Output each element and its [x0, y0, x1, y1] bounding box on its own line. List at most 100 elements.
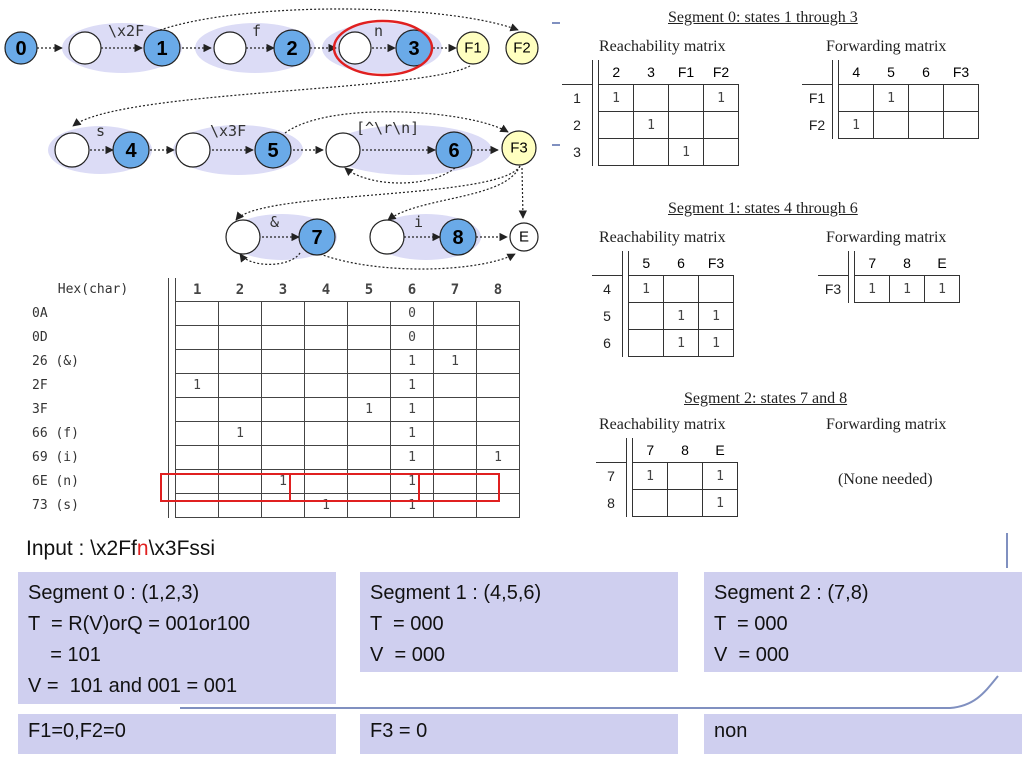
matrix-cell	[943, 111, 979, 139]
matrix-row-label: F3	[824, 281, 842, 298]
hex-cell	[218, 349, 262, 374]
hex-col-6: 6	[390, 278, 434, 302]
hex-header-label: Hex(char)	[57, 282, 129, 298]
hex-cell: 1	[476, 445, 520, 470]
matrix-cell	[908, 84, 944, 112]
hex-cell	[347, 421, 391, 446]
hex-cell	[175, 397, 219, 422]
segment-0-fwd-label: Forwarding matrix	[826, 38, 947, 55]
hex-cell	[476, 301, 520, 326]
matrix-row-label: 3	[573, 144, 581, 160]
matrix-col-label: E	[702, 438, 738, 463]
hex-cell	[304, 349, 348, 374]
segment-1-reach-label: Reachability matrix	[599, 229, 726, 246]
state-7: 7	[311, 227, 322, 249]
hex-cell	[433, 493, 477, 518]
matrix-col-label: 3	[633, 60, 669, 85]
hex-cell	[347, 445, 391, 470]
input-prefix: Input : \x2Ff	[26, 537, 137, 560]
hex-cell	[175, 493, 219, 518]
matrix-cell	[598, 111, 634, 139]
state-4: 4	[125, 140, 137, 162]
matrix-cell: 1	[873, 84, 909, 112]
hex-cell: 1	[390, 373, 434, 398]
matrix-col-label: F3	[943, 60, 979, 85]
matrix-cell: 1	[698, 329, 734, 357]
hex-cell	[175, 325, 219, 350]
hex-cell	[476, 421, 520, 446]
hex-cell	[218, 301, 262, 326]
state-F3: F3	[510, 140, 528, 157]
matrix-cell	[628, 302, 664, 330]
matrix-row-label: 1	[573, 90, 581, 107]
hex-cell	[175, 349, 219, 374]
matrix-col-label: 7	[854, 251, 890, 276]
matrix-cell	[838, 84, 874, 112]
matrix-cell	[632, 489, 668, 517]
hex-cell	[261, 421, 305, 446]
segment-0-reach-label: Reachability matrix	[599, 38, 726, 55]
matrix-cell	[703, 138, 739, 166]
matrix-row-label: 7	[607, 468, 615, 485]
hex-cell	[433, 421, 477, 446]
matrix-cell: 1	[698, 302, 734, 330]
hex-cell	[261, 325, 305, 350]
matrix-col-label: 4	[838, 60, 874, 85]
hex-cell	[218, 445, 262, 470]
hex-col-1: 1	[175, 278, 219, 302]
state-0: 0	[15, 38, 26, 60]
matrix-cell: 1	[924, 275, 960, 303]
hex-cell	[218, 373, 262, 398]
hex-cell	[304, 301, 348, 326]
segment-1-fwd-label: Forwarding matrix	[826, 229, 947, 246]
hex-col-7: 7	[433, 278, 477, 302]
hex-col-8: 8	[476, 278, 520, 302]
edge-label-5: \x3F	[210, 122, 246, 140]
matrix-cell: 1	[663, 329, 699, 357]
automaton-diagram: \x2F f n s \x3F [^\r\n] & i 0 1 2 3 F1 F…	[4, 8, 539, 270]
matrix-row-label: 8	[607, 495, 615, 511]
matrix-cell: 1	[854, 275, 890, 303]
matrix-row-label: 2	[573, 117, 581, 133]
segment-2-result-box: Segment 2 : (7,8) T = 000 V = 000	[704, 572, 1022, 672]
state-F2: F2	[513, 40, 531, 57]
segment-0-title: Segment 0: states 1 through 3	[668, 9, 858, 26]
hex-row-label: 0A	[32, 306, 48, 321]
matrix-cell	[698, 275, 734, 303]
segment-2-title: Segment 2: states 7 and 8	[684, 390, 848, 407]
hex-cell: 0	[390, 325, 434, 350]
matrix-cell	[668, 84, 704, 112]
hex-cell	[218, 325, 262, 350]
hex-cell: 1	[218, 421, 262, 446]
hex-table-header: Hex(char) 1 2 3 4 5 6 7 8	[18, 278, 520, 302]
matrix-row-label: 4	[603, 281, 611, 298]
matrix-cell: 1	[668, 138, 704, 166]
highlight-row-6E-seg0	[160, 473, 291, 502]
hex-cell	[433, 373, 477, 398]
segment-2-reach-label: Reachability matrix	[599, 416, 726, 433]
matrix-col-label: 2	[598, 60, 634, 85]
hex-cell	[433, 325, 477, 350]
hex-cell	[304, 445, 348, 470]
matrix-cell	[873, 111, 909, 139]
matrix-cell: 1	[703, 84, 739, 112]
matrix-cell	[598, 138, 634, 166]
matrix-cell	[668, 111, 704, 139]
